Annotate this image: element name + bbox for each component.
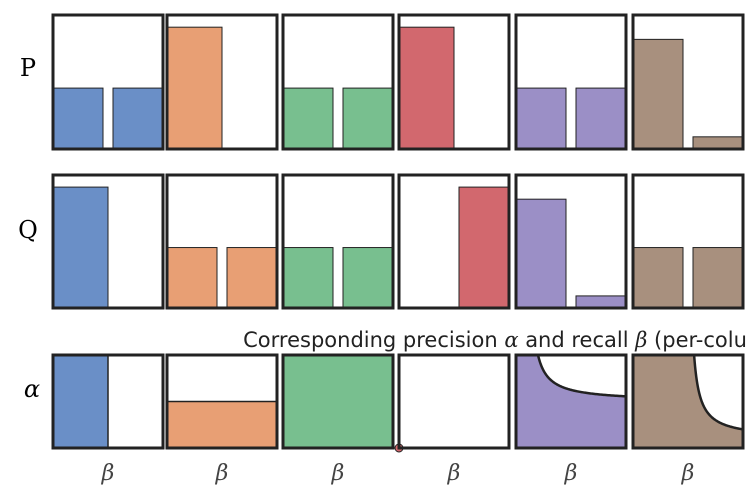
prd-title-prefix: Corresponding precision (243, 328, 504, 352)
prd-frame-4 (397, 353, 511, 450)
p-panel-3 (281, 13, 395, 151)
prd-area-1 (52, 354, 109, 449)
prd-area-6 (633, 355, 743, 448)
q-frame-5 (514, 173, 628, 310)
prd-panel-3 (281, 353, 395, 450)
prd-title: Corresponding precision α and recall β (… (243, 328, 747, 352)
p-frame-1 (51, 13, 165, 151)
prd-frame-5 (514, 353, 628, 450)
p-panel-6 (631, 13, 745, 151)
q-panel-2 (165, 173, 279, 310)
prd-panel-6 (631, 353, 745, 450)
prd-frame-6 (631, 353, 745, 450)
p-bar-6-2 (692, 136, 744, 150)
prd-title-suffix: (per-column) (647, 328, 747, 352)
q-bar-1-1 (52, 186, 109, 309)
p-frame-6 (631, 13, 745, 151)
q-bar-4-2 (458, 186, 510, 309)
row-label-alpha: α (24, 375, 40, 403)
prd-area-2 (166, 400, 278, 449)
q-bar-6-2 (692, 247, 744, 309)
q-bar-3-2 (342, 247, 394, 309)
p-panel-2 (165, 13, 279, 151)
q-panel-6 (631, 173, 745, 310)
prd-panel-1 (51, 353, 165, 450)
x-label-beta-6: β (681, 461, 695, 486)
x-label-beta-4: β (447, 461, 461, 486)
q-panel-4 (397, 173, 511, 310)
prd-area-5 (516, 355, 626, 448)
p-bar-4-1 (398, 26, 455, 150)
prd-panel-4 (394, 353, 511, 453)
p-panel-1 (51, 13, 165, 151)
prd-panel-2 (165, 353, 279, 450)
prd-panel-5 (514, 353, 628, 450)
p-frame-2 (165, 13, 279, 151)
prd-frame-1 (51, 353, 165, 450)
p-bar-1-2 (112, 87, 164, 150)
q-bar-3-1 (282, 247, 334, 309)
q-bar-5-2 (575, 295, 627, 309)
x-label-beta-1: β (101, 461, 115, 486)
p-frame-4 (397, 13, 511, 151)
p-bar-1-1 (52, 87, 104, 150)
p-bar-5-1 (515, 87, 567, 150)
q-frame-1 (51, 173, 165, 310)
prd-title-middle: and recall (519, 328, 636, 352)
p-bar-5-2 (575, 87, 627, 150)
prd-frame-3 (281, 353, 395, 450)
p-bar-6-1 (632, 38, 684, 150)
x-label-beta-2: β (215, 461, 229, 486)
prd-title-beta: β (634, 328, 647, 352)
q-panel-1 (51, 173, 165, 310)
q-frame-6 (631, 173, 745, 310)
p-frame-5 (514, 13, 628, 151)
panels (51, 13, 745, 453)
p-bar-3-1 (282, 87, 334, 150)
x-label-beta-5: β (564, 461, 578, 486)
p-bar-2-1 (166, 26, 223, 150)
q-frame-2 (165, 173, 279, 310)
prd-frame-2 (165, 353, 279, 450)
p-frame-3 (281, 13, 395, 151)
prd-title-alpha: α (504, 328, 518, 352)
p-panel-5 (514, 13, 628, 151)
q-panel-5 (514, 173, 628, 310)
q-frame-3 (281, 173, 395, 310)
q-bar-2-1 (166, 247, 218, 309)
row-label-q: Q (18, 216, 38, 244)
p-bar-3-2 (342, 87, 394, 150)
x-label-beta-3: β (331, 461, 345, 486)
q-frame-4 (397, 173, 511, 310)
q-bar-2-2 (226, 247, 278, 309)
q-bar-5-1 (515, 198, 567, 309)
q-bar-6-1 (632, 247, 684, 309)
q-panel-3 (281, 173, 395, 310)
row-label-p: P (20, 54, 36, 82)
p-panel-4 (397, 13, 511, 151)
prd-area-3 (282, 354, 394, 449)
row-labels: P Q α (18, 54, 40, 403)
